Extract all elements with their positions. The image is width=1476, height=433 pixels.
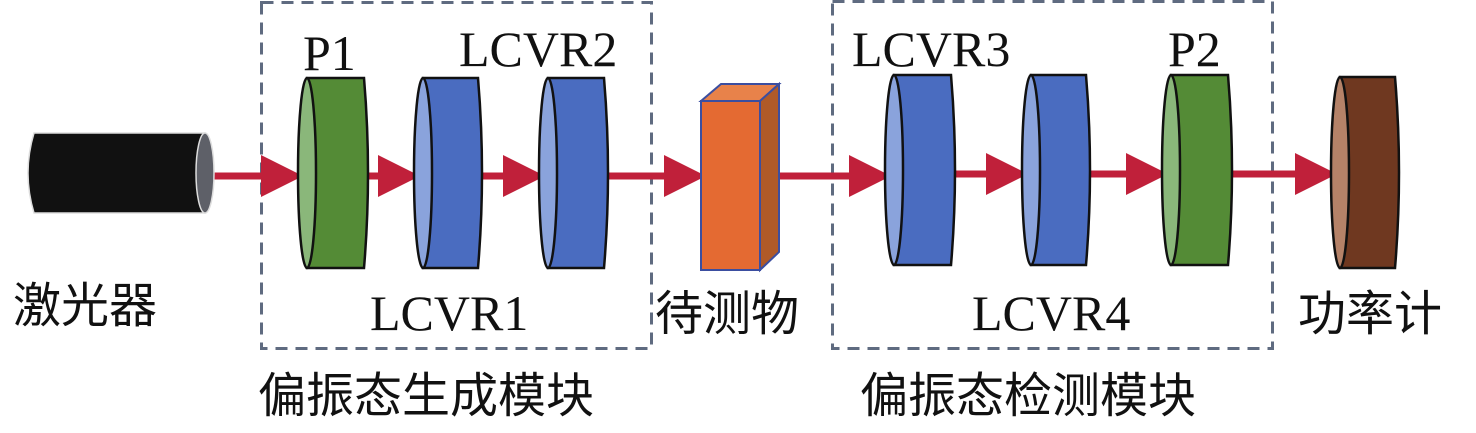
lcvr2-face xyxy=(537,76,559,270)
label-lcvr4: LCVR4 xyxy=(972,285,1131,341)
lcvr1-face xyxy=(412,76,434,270)
lcvr3-body xyxy=(892,73,957,267)
label-lcvr1: LCVR1 xyxy=(370,285,529,341)
label-lcvr2: LCVR2 xyxy=(459,21,618,77)
label-laser: 激光器 xyxy=(13,278,158,334)
lcvr1-body xyxy=(421,76,484,270)
label-lcvr3: LCVR3 xyxy=(852,21,1011,77)
label-module-psa: 偏振态检测模块 xyxy=(860,368,1197,424)
lcvr2-body xyxy=(546,76,610,270)
p1-body xyxy=(305,76,370,270)
p1-face xyxy=(296,76,318,270)
lcvr4-face xyxy=(1020,73,1042,267)
laser-cylinder-icon xyxy=(27,132,215,214)
meter-face xyxy=(1329,75,1351,270)
p2-face xyxy=(1160,73,1182,267)
meter-body xyxy=(1338,75,1401,270)
label-p2: P2 xyxy=(1168,21,1221,77)
p2-body xyxy=(1169,73,1234,267)
sample-block-icon xyxy=(698,81,782,273)
lcvr3-lcvr-icon xyxy=(883,73,957,267)
label-sample: 待测物 xyxy=(655,286,800,342)
p2-polarizer-icon xyxy=(1160,73,1234,267)
lcvr4-body xyxy=(1029,73,1092,267)
p1-polarizer-icon xyxy=(296,76,370,270)
beam-path xyxy=(206,153,1337,197)
label-power-meter: 功率计 xyxy=(1298,286,1443,342)
lcvr3-face xyxy=(883,73,905,267)
label-p1: P1 xyxy=(303,25,356,81)
meter-power-meter-icon xyxy=(1329,75,1401,270)
lcvr1-lcvr-icon xyxy=(412,76,484,270)
label-module-psg: 偏振态生成模块 xyxy=(258,368,595,424)
lcvr2-lcvr-icon xyxy=(537,76,610,270)
lcvr4-lcvr-icon xyxy=(1020,73,1092,267)
